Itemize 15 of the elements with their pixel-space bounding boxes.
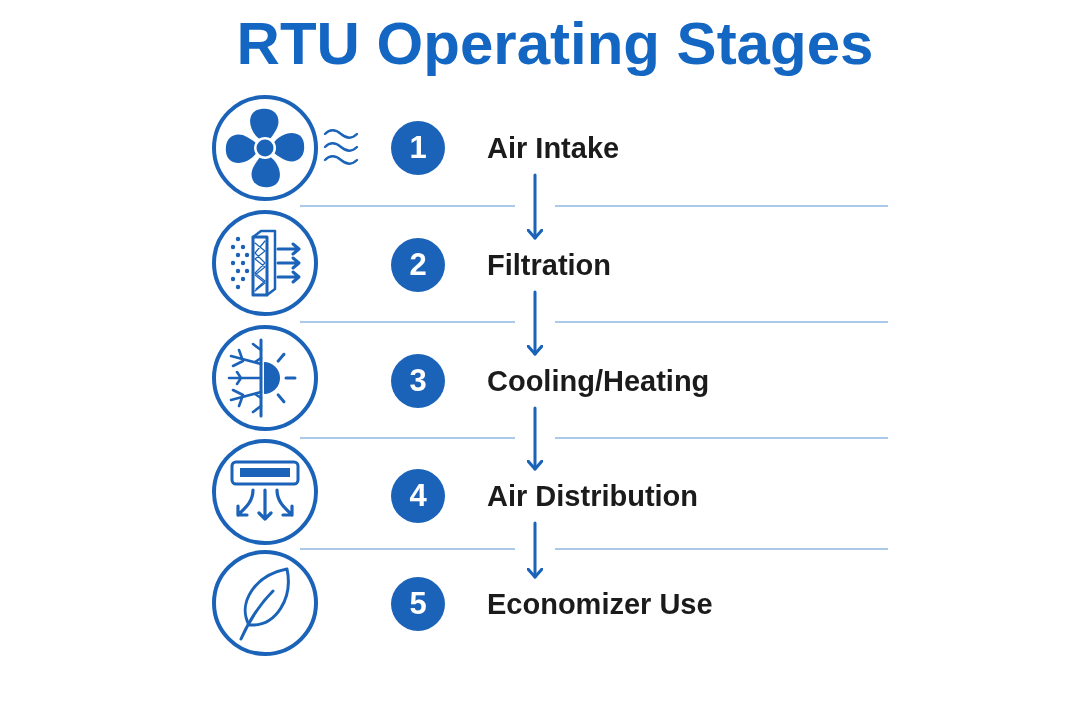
step-number: 3 [391,354,445,408]
step-number: 2 [391,238,445,292]
step-label: Air Intake [487,131,620,166]
step-label: Air Distribution [487,479,699,514]
arrow [526,173,544,240]
step-label: Filtration [487,248,612,283]
arrow [526,290,544,356]
title: RTU Operating Stages [235,9,875,79]
step-label: Cooling/Heating [487,364,710,399]
step-number: 5 [391,577,445,631]
step-number: 4 [391,469,445,523]
step-label: Economizer Use [487,587,713,622]
arrow [526,521,544,579]
step-number: 1 [391,121,445,175]
arrow [526,406,544,471]
